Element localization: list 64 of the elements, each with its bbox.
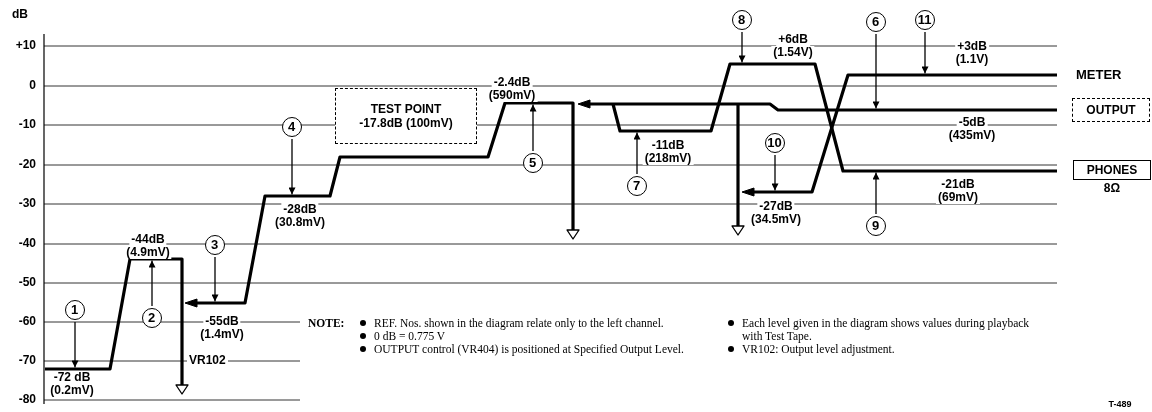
leader-arrow [148,259,156,307]
control-name-label: VR102 [187,354,228,367]
leader-arrow [288,138,296,196]
note-text: REF. Nos. shown in the diagram relate only to the left channel. [374,317,664,330]
tick-label: 0 [27,79,38,92]
output-box [1072,98,1150,122]
tick-label: -30 [16,197,38,210]
level-label: -2.4dB [491,76,533,89]
tick-label: -50 [16,276,38,289]
test-point-box [335,88,477,144]
tick-label: +10 [13,39,38,52]
phones-box [1073,160,1151,180]
level-label: (435mV) [946,129,998,142]
level-label: -72 dB [51,371,93,384]
level-label: -44dB [129,233,167,246]
level-label: (34.5mV) [749,213,803,226]
leader-arrow [921,31,929,75]
signal-level-line [184,101,580,308]
leader-arrow [529,103,537,152]
leader-arrow [71,321,79,369]
level-label: -21dB [939,178,977,191]
level-label: -28dB [281,203,319,216]
tick-label: -20 [16,158,38,171]
level-label: +6dB [776,33,810,46]
leader-arrow [771,154,779,192]
note-text: 0 dB = 0.775 V [374,330,446,343]
leader-arrow [872,33,880,110]
leader-arrow [872,171,880,215]
signal-level-line [45,257,189,395]
box-label: PHONES [1086,163,1138,177]
axis-title: dB [10,8,30,21]
callout-number: 8 [731,9,752,30]
level-label: (1.1V) [953,53,991,66]
note-text: OUTPUT control (VR404) is positioned at Specified Output Level. [374,343,684,356]
level-label: -27dB [757,200,795,213]
box-label: TEST POINT [370,102,442,116]
note-text: VR102: Output level adjustment. [742,343,895,356]
tick-label: -80 [16,393,38,406]
leader-arrow [211,256,219,303]
callout-number: 6 [865,11,886,32]
leader-arrow [633,131,641,175]
level-label: (218mV) [642,152,694,165]
leader-arrow [738,31,746,64]
level-label: -5dB [956,116,988,129]
box-label: OUTPUT [1086,103,1136,117]
level-label: (590mV) [486,89,538,102]
level-label: -11dB [649,139,687,152]
level-label: (30.8mV) [273,216,327,229]
level-label: (69mV) [936,191,980,204]
tick-label: -40 [16,237,38,250]
note-text: Each level given in the diagram shows values during playback with Test Tape. [742,317,1031,343]
level-label: +3dB [955,40,989,53]
output-name-label: METER [1074,68,1124,81]
impedance-label: 8Ω [1101,182,1123,195]
callout-number: 11 [914,9,935,30]
tick-label: -60 [16,315,38,328]
level-label: (1.54V) [771,46,815,59]
box-label: -17.8dB (100mV) [359,116,453,130]
level-label: (0.2mV) [48,384,96,397]
level-label: (4.9mV) [124,246,172,259]
level-label: (1.4mV) [198,328,246,341]
tick-label: -10 [16,118,38,131]
level-label: -55dB [203,315,241,328]
tick-label: -70 [16,354,38,367]
